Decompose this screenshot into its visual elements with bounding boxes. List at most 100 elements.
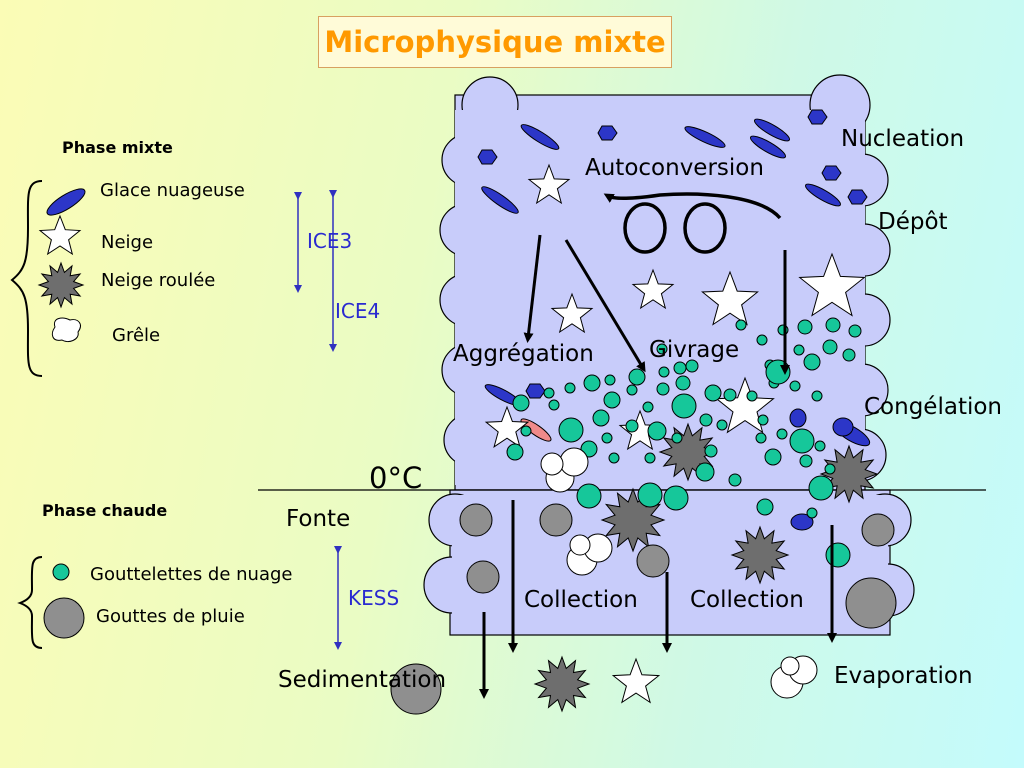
cloud-droplet-particles xyxy=(506,317,862,568)
collection-left-label: Collection xyxy=(524,587,638,613)
rain-drop xyxy=(539,503,573,537)
ice4-label: ICE4 xyxy=(335,299,381,323)
snow-particles xyxy=(484,163,866,704)
cloud-droplet xyxy=(811,390,823,402)
cloud-droplet xyxy=(626,384,638,396)
cloud-droplet xyxy=(789,428,815,454)
nucleation-label: Nucleation xyxy=(841,126,965,152)
cloud-droplet xyxy=(543,387,555,399)
cloud-droplet xyxy=(704,384,722,402)
cloud-droplet xyxy=(671,432,683,444)
snow-legend-star xyxy=(38,214,82,256)
cloud-droplet xyxy=(746,390,758,402)
sedimentation-label: Sedimentation xyxy=(278,667,447,693)
legend-rain-drops-label: Gouttes de pluie xyxy=(96,606,245,627)
rain-drop xyxy=(459,503,493,537)
warm-phase-bracket xyxy=(17,556,43,649)
cloud-droplet xyxy=(685,359,699,373)
cloud-droplet xyxy=(756,334,768,346)
cloud-ice-crystal xyxy=(520,418,552,442)
cloud-droplet xyxy=(723,388,737,402)
cloud-droplet xyxy=(764,448,782,466)
cloud-droplet xyxy=(814,440,826,452)
warm-phase-heading: Phase chaude xyxy=(42,501,168,520)
cloud-droplet xyxy=(506,443,524,461)
graupel-pellet xyxy=(819,444,879,504)
cloud-ice-hexagon xyxy=(807,109,828,125)
evaporation-label: Evaporation xyxy=(834,663,973,689)
cloud-droplet xyxy=(825,542,851,568)
graupel-legend-star xyxy=(37,261,85,309)
cloud-droplet xyxy=(656,343,668,355)
cloud-droplet xyxy=(647,421,667,441)
cloud-lower xyxy=(423,489,915,636)
cloud-droplet xyxy=(642,401,654,413)
legend-graupel-label: Neige roulée xyxy=(101,270,216,291)
autoconversion-loops xyxy=(603,192,782,254)
cloud-droplet xyxy=(558,417,584,443)
rain-drop xyxy=(845,577,897,629)
mixed-phase-heading: Phase mixte xyxy=(62,138,173,157)
cloud-droplet xyxy=(644,452,656,464)
cloud-ice-crystal xyxy=(805,183,841,207)
cloud-droplet xyxy=(699,413,713,427)
legend-cloud-droplets-label: Gouttelettes de nuage xyxy=(90,564,293,585)
page-title: Microphysique mixte xyxy=(324,25,666,59)
snow-crystal xyxy=(527,163,571,205)
cloud-droplet xyxy=(799,454,813,468)
ice3-label: ICE3 xyxy=(307,229,353,253)
cloud-droplet xyxy=(704,444,718,458)
graupel-pellet xyxy=(730,525,790,585)
zero-celsius-label: 0°C xyxy=(369,461,423,495)
mixed-phase-bracket xyxy=(10,180,43,377)
cloud-droplet xyxy=(583,374,601,392)
snow-legend-icon xyxy=(38,214,82,256)
cloud-droplet xyxy=(806,507,818,519)
cloud-droplet xyxy=(628,368,646,386)
cloud-ice-crystal xyxy=(481,186,519,214)
cloud-droplet xyxy=(663,485,689,511)
cloud-droplet xyxy=(797,319,813,335)
graupel-pellet xyxy=(600,487,666,553)
cloud-droplet xyxy=(793,344,805,356)
aggregation-arrow xyxy=(523,234,542,343)
deposition-label: Dépôt xyxy=(878,209,948,235)
hail-particles xyxy=(540,447,818,699)
cloud-droplet xyxy=(608,452,620,464)
cloud-droplet xyxy=(520,425,532,437)
cloud-ice-hexagon xyxy=(847,189,868,205)
aggregation-label: Aggrégation xyxy=(453,341,594,367)
legend-hail-label: Grêle xyxy=(112,325,161,346)
kess-label: KESS xyxy=(348,586,400,610)
cloud-ice-crystal xyxy=(750,135,786,159)
cloud-ice-grain xyxy=(789,408,807,428)
cloud-droplet xyxy=(675,375,691,391)
cloud-droplet xyxy=(671,393,697,419)
cloud-droplet xyxy=(842,348,856,362)
cloud-droplet xyxy=(625,419,639,433)
cloud-droplet xyxy=(803,353,821,371)
cloud-droplet xyxy=(825,317,841,333)
cloud-droplet xyxy=(789,380,801,392)
rain-drop xyxy=(861,513,895,547)
rain-drop-legend-icon xyxy=(43,597,85,639)
melting-label: Fonte xyxy=(286,506,351,532)
hail-stone xyxy=(770,655,818,699)
cloud-ice-crystal xyxy=(754,118,790,142)
cloud-droplet xyxy=(822,339,838,355)
cloud-ice-particles xyxy=(477,109,871,531)
cloud-droplet xyxy=(548,399,560,411)
graupel-legend-icon xyxy=(37,261,85,309)
snow-crystal xyxy=(715,376,775,434)
cloud-droplet xyxy=(604,374,616,386)
cloud-droplet xyxy=(735,319,747,331)
cloud-droplet xyxy=(656,382,670,396)
riming-label: Givrage xyxy=(649,337,740,363)
cloud-droplet xyxy=(756,498,774,516)
graupel-pellet xyxy=(658,422,718,482)
cloud-droplet xyxy=(673,361,687,375)
cloud-droplet xyxy=(808,475,834,501)
cloud-droplet xyxy=(848,324,862,338)
hail-stone xyxy=(566,533,613,576)
riming-arrow xyxy=(564,239,646,373)
